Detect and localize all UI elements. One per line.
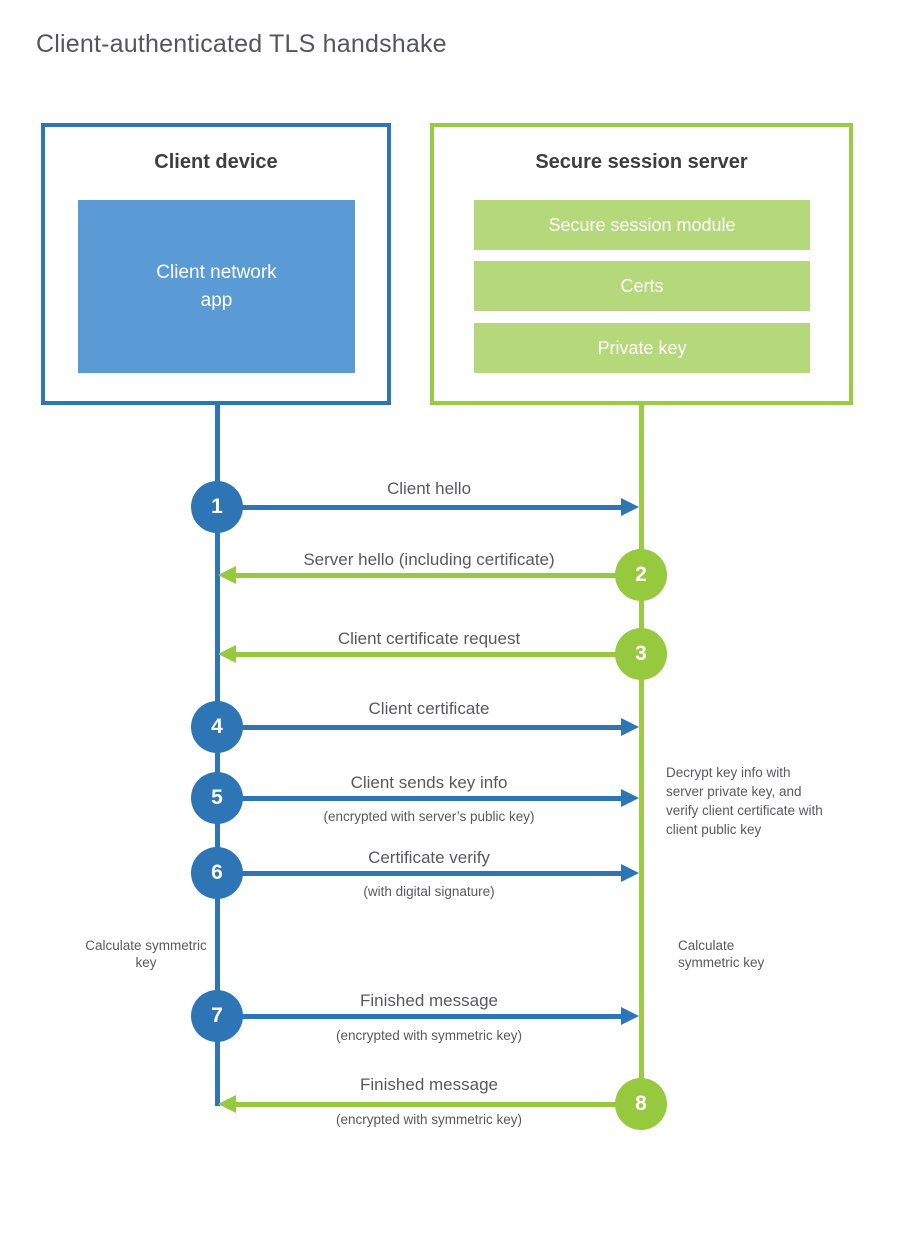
server-lifeline: [639, 405, 644, 1105]
note-decrypt-key-info: Decrypt key info with server private key…: [666, 765, 823, 838]
message-label: Server hello (including certificate): [303, 550, 555, 569]
message-sublabel: (encrypted with server’s public key): [323, 809, 535, 824]
arrow-left-icon: [218, 566, 236, 584]
arrow-left-icon: [218, 1095, 236, 1113]
server-module-secure-session: Secure session module: [474, 200, 810, 250]
arrow-line: [219, 505, 623, 510]
arrow-right-icon: [621, 498, 639, 516]
arrow-line: [236, 652, 641, 657]
step-number-badge: 8: [615, 1078, 667, 1130]
arrow-line: [236, 1102, 641, 1107]
step-number-badge: 3: [615, 628, 667, 680]
client-device-heading: Client device: [154, 151, 278, 173]
client-network-app-box: Client network app: [78, 200, 355, 373]
message-sublabel: (with digital signature): [363, 884, 495, 899]
message-sublabel: (encrypted with symmetric key): [335, 1028, 523, 1043]
arrow-line: [219, 1014, 623, 1019]
step-number-badge: 4: [191, 701, 243, 753]
step-number-badge: 6: [191, 847, 243, 899]
message-label: Finished message: [360, 991, 498, 1010]
arrow-line: [219, 725, 623, 730]
step-number-badge: 1: [191, 481, 243, 533]
message-label: Client sends key info: [350, 773, 508, 792]
arrow-right-icon: [621, 1007, 639, 1025]
message-label: Certificate verify: [368, 848, 490, 867]
message-sublabel: (encrypted with symmetric key): [335, 1112, 523, 1127]
arrow-left-icon: [218, 645, 236, 663]
message-label: Client hello: [386, 479, 472, 498]
step-number-badge: 5: [191, 772, 243, 824]
arrow-line: [219, 871, 623, 876]
step-number-badge: 7: [191, 990, 243, 1042]
secure-session-server-heading: Secure session server: [535, 151, 748, 173]
client-lifeline: [215, 405, 220, 1106]
arrow-line: [236, 573, 641, 578]
message-label: Client certificate: [368, 699, 490, 718]
note-calculate-symmetric-key-client: Calculate symmetric key: [85, 938, 207, 971]
page-title: Client-authenticated TLS handshake: [36, 30, 447, 58]
arrow-right-icon: [621, 718, 639, 736]
arrow-right-icon: [621, 864, 639, 882]
arrow-line: [219, 796, 623, 801]
note-calculate-symmetric-key-server: Calculate symmetric key: [678, 938, 765, 971]
arrow-right-icon: [621, 789, 639, 807]
step-number-badge: 2: [615, 549, 667, 601]
server-module-certs: Certs: [474, 261, 810, 311]
message-label: Client certificate request: [337, 629, 521, 648]
server-module-private-key: Private key: [474, 323, 810, 373]
message-label: Finished message: [360, 1075, 498, 1094]
